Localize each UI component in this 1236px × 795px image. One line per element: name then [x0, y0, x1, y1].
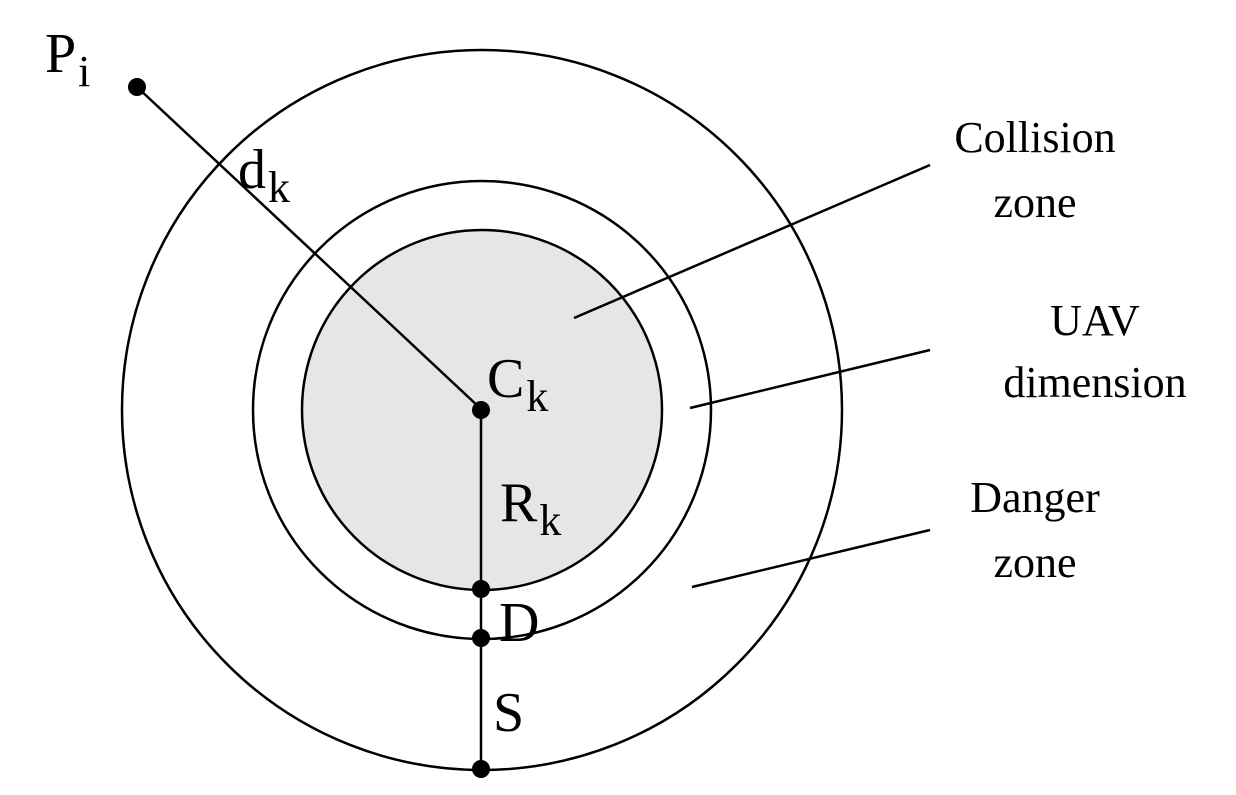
distance-line	[136, 86, 481, 409]
uav-leader-line	[689, 348, 931, 410]
point-s	[472, 760, 490, 778]
label-c-k: Ck	[487, 348, 548, 421]
uav-dimension-label-line1: UAV	[1050, 296, 1140, 345]
point-c	[472, 401, 490, 419]
danger-zone-label-line1: Danger	[970, 473, 1100, 522]
danger-zone-label-line2: zone	[993, 538, 1076, 587]
label-d-k: dk	[238, 139, 290, 212]
label-r-k: Rk	[500, 472, 561, 545]
collision-zone-label-line1: Collision	[954, 113, 1115, 162]
label-dimension: D	[499, 592, 539, 654]
label-p: Pi	[45, 23, 90, 96]
point-d	[472, 629, 490, 647]
label-safety: S	[493, 682, 524, 744]
collision-leader-line	[573, 163, 931, 320]
point-p	[128, 78, 146, 96]
danger-leader-line	[691, 528, 931, 589]
collision-zone-label-line2: zone	[993, 178, 1076, 227]
point-r	[472, 580, 490, 598]
uav-dimension-label-line2: dimension	[1003, 358, 1186, 407]
